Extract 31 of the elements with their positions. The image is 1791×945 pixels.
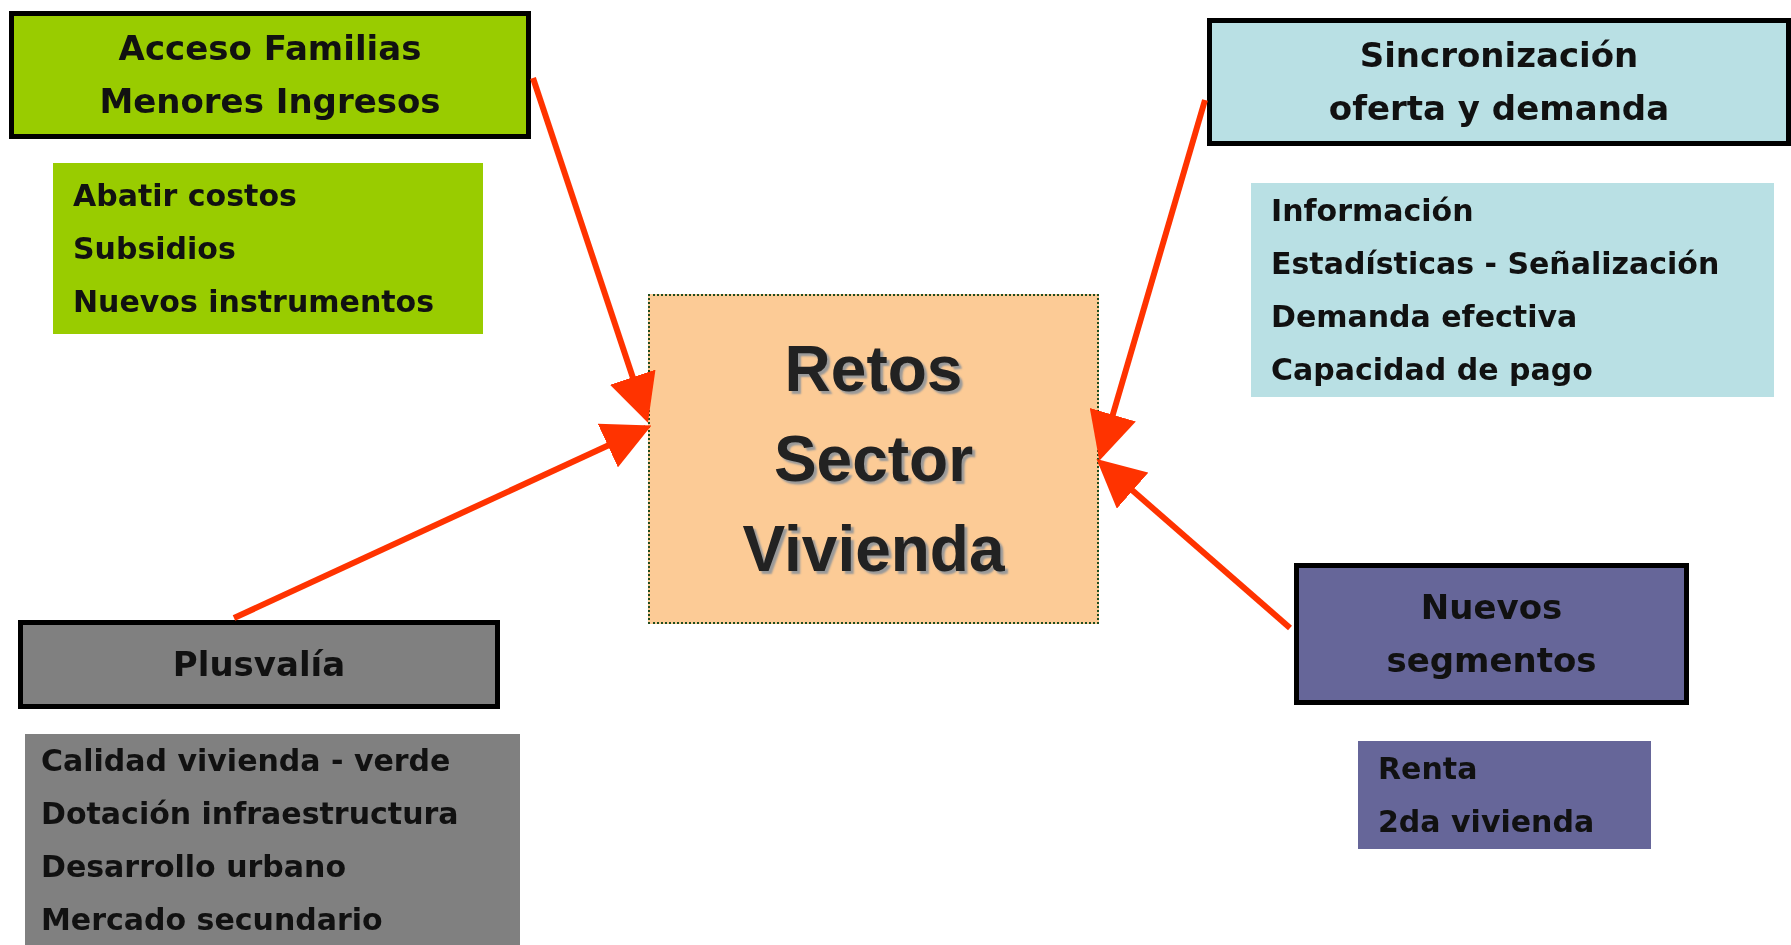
list-item: Calidad vivienda - verde [41, 741, 452, 780]
list-item: Mercado secundario [41, 900, 384, 939]
heading-text: Sincronización oferta y demanda [1327, 34, 1671, 130]
list-item: Abatir costos [73, 177, 298, 215]
heading-box [18, 620, 500, 709]
list-item: Estadísticas - Señalización [1271, 245, 1721, 283]
list-box [53, 163, 483, 334]
arrow [1089, 99, 1208, 461]
list-item: Demanda efectiva [1271, 298, 1579, 336]
arrow [530, 77, 656, 423]
center-title: Retos Sector Vivienda [741, 332, 1006, 587]
heading-box [9, 11, 531, 139]
center-box [648, 294, 1099, 624]
list-item: Capacidad de pago [1271, 351, 1594, 389]
arrow [1096, 459, 1292, 631]
list-item: Desarrollo urbano [41, 847, 347, 886]
heading-box [1294, 563, 1689, 705]
heading-box [1207, 18, 1791, 146]
list-item: Subsidios [73, 230, 237, 268]
arrow [232, 423, 652, 621]
heading-text: Acceso Familias Menores Ingresos [98, 27, 442, 123]
list-item: Nuevos instrumentos [73, 283, 436, 321]
list-item: Dotación infraestructura [41, 794, 460, 833]
heading-text: Plusvalía [172, 643, 346, 686]
list-box [1251, 183, 1774, 397]
heading-text: Nuevos segmentos [1385, 586, 1598, 682]
list-item: 2da vivienda [1378, 803, 1596, 841]
list-item: Información [1271, 192, 1475, 230]
list-box [25, 734, 520, 945]
list-box [1358, 741, 1651, 849]
list-item: Renta [1378, 750, 1479, 788]
